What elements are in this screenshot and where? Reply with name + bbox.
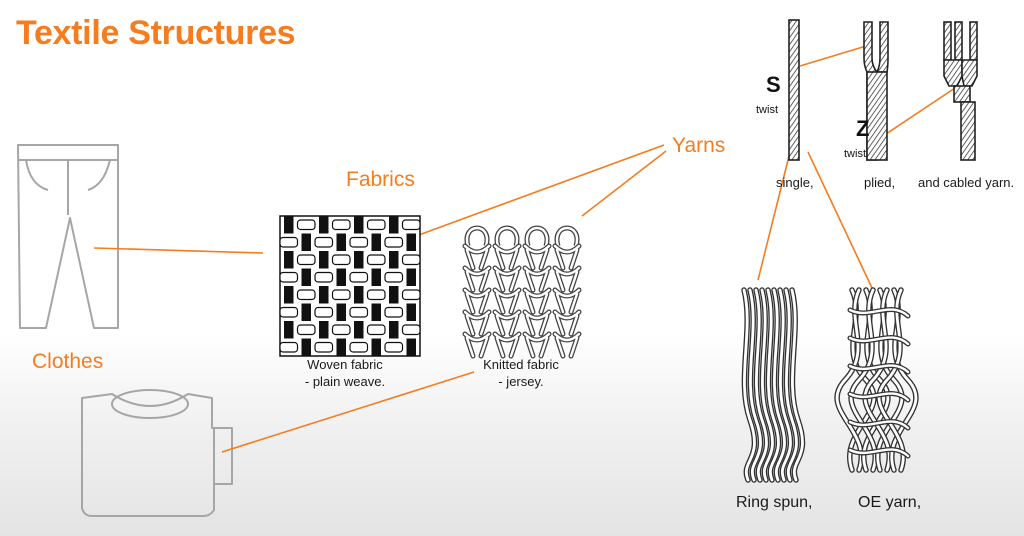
- fabrics-label: Fabrics: [346, 168, 415, 191]
- clothes-label: Clothes: [32, 350, 104, 373]
- single-yarn-caption: single,: [776, 175, 814, 190]
- oe-yarn-illustration: [834, 287, 919, 473]
- cabled-yarn-caption: and cabled yarn.: [918, 175, 1015, 190]
- knitted-fabric-illustration: [462, 225, 582, 359]
- single-yarn-illustration: [788, 19, 800, 161]
- woven-caption-line1: Woven fabric: [307, 357, 383, 372]
- woven-fabric-illustration: [279, 215, 421, 357]
- plied-yarn-caption: plied,: [864, 175, 896, 190]
- s-twist-word: twist: [756, 104, 778, 116]
- cabled-yarn-illustration: [943, 21, 978, 161]
- sweater-icon: [81, 389, 233, 517]
- ring-spun-caption: Ring spun,: [736, 494, 813, 511]
- woven-caption-line2: - plain weave.: [304, 374, 386, 389]
- z-twist-word: twist: [844, 148, 866, 160]
- woven-fabric-caption: Woven fabric - plain weave.: [290, 356, 400, 390]
- page-title: Textile Structures: [16, 14, 296, 52]
- oe-yarn-caption: OE yarn,: [858, 494, 922, 511]
- trousers-icon: [17, 144, 119, 329]
- knitted-fabric-caption: Knitted fabric - jersey.: [456, 356, 586, 390]
- knitted-caption-line2: - jersey.: [498, 374, 544, 389]
- ring-spun-yarn-illustration: [741, 287, 806, 483]
- z-twist-letter: Z: [856, 116, 870, 141]
- knitted-caption-line1: Knitted fabric: [483, 357, 559, 372]
- yarns-label: Yarns: [672, 134, 726, 157]
- s-twist-letter: S: [766, 72, 781, 97]
- connector-lines: [93, 45, 959, 453]
- plied-yarn-illustration: [863, 21, 889, 161]
